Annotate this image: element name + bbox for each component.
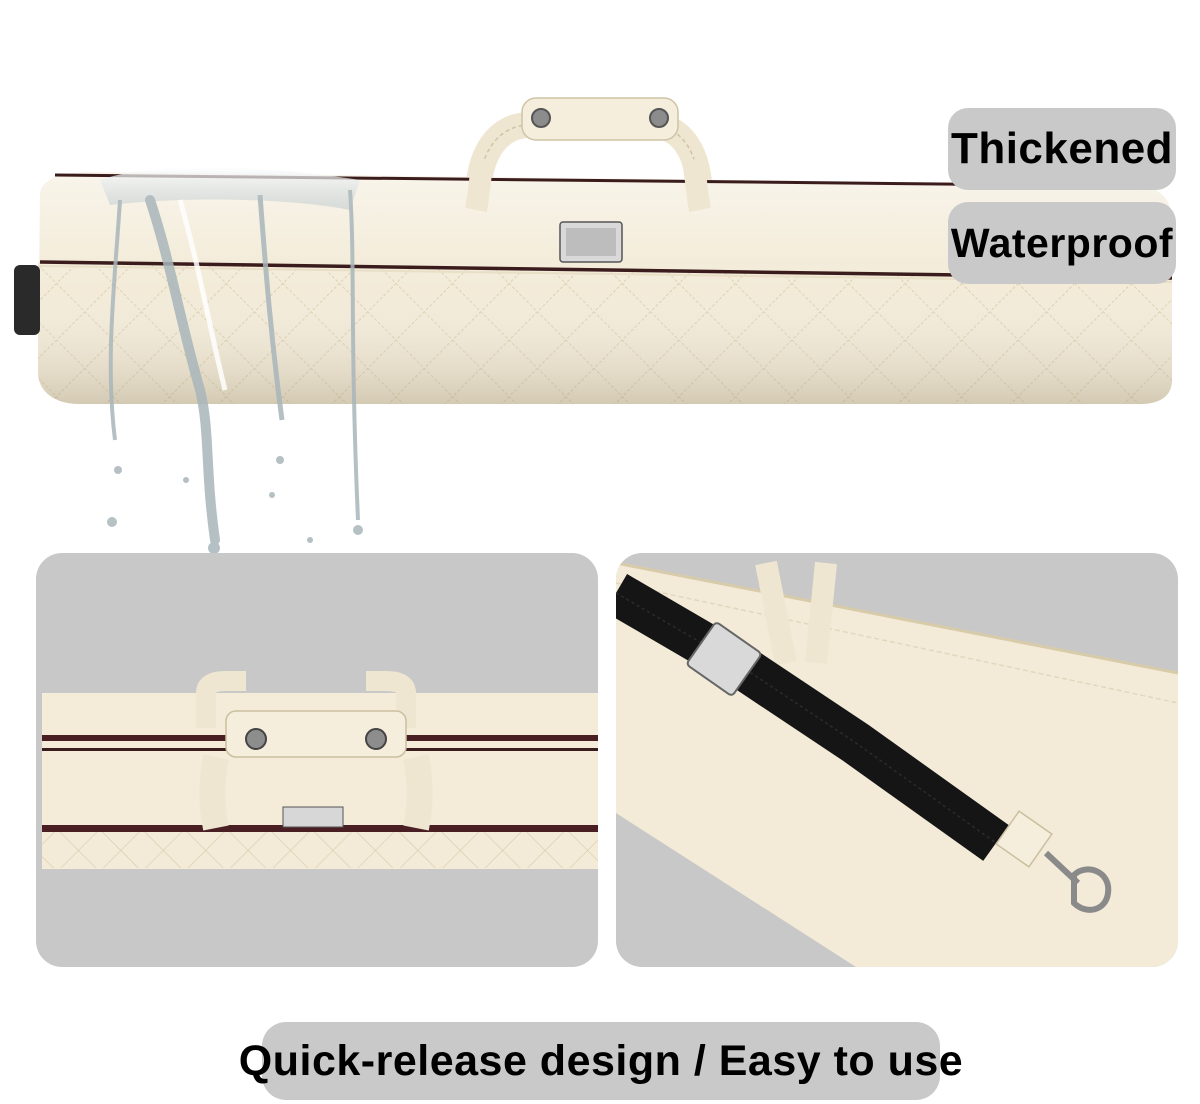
product-hero-image <box>14 97 1173 554</box>
detail-panel-strap <box>616 553 1178 967</box>
water-splash <box>100 166 363 554</box>
feature-label-waterproof: Waterproof <box>948 202 1176 284</box>
strap-closeup-image <box>616 560 1178 967</box>
feature-label-quick-release: Quick-release design / Easy to use <box>239 1022 963 1100</box>
detail-panel-handle <box>36 553 598 967</box>
feature-label-thickened: Thickened <box>948 108 1176 190</box>
handle-closeup-image <box>42 671 598 869</box>
cue-case-body <box>14 155 1173 404</box>
